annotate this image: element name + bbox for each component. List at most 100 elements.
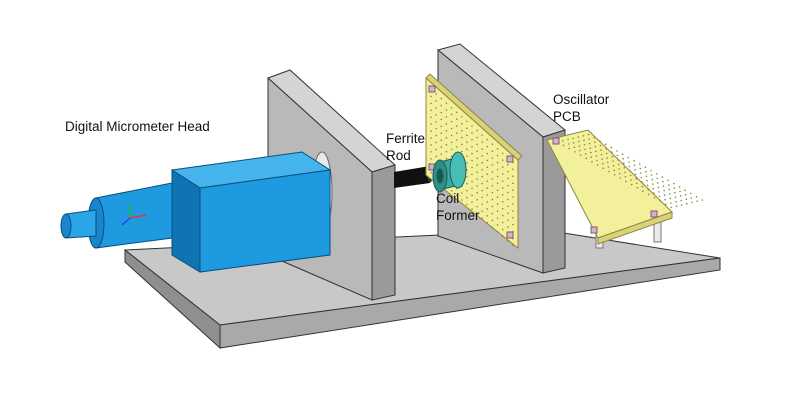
pcb-hole [572, 142, 575, 144]
pcb-hole [628, 165, 631, 168]
pcb-hole [476, 164, 478, 166]
pcb-hole [568, 147, 570, 150]
pcb-hole [650, 174, 653, 176]
ferrite-rod-body [394, 166, 430, 188]
pcb-hole [579, 154, 582, 156]
pcb-hole [616, 154, 619, 157]
pcb-hole [605, 152, 608, 155]
pcb-hole [471, 139, 473, 141]
pcb-hole [633, 164, 636, 166]
pcb-hole [471, 173, 473, 176]
pcb-hole [635, 178, 637, 180]
pcb-hole [619, 172, 621, 175]
pcb-hole [590, 156, 593, 158]
pcb-hole [600, 153, 603, 156]
pcb-hole [606, 157, 609, 159]
pcb-hole [435, 134, 438, 137]
pcb-hole [669, 197, 672, 200]
pcb-hole [640, 172, 642, 174]
pcb-hole [507, 184, 509, 187]
pcb-hole [501, 194, 504, 196]
pcb-hole [471, 194, 473, 196]
pcb-hole [486, 187, 489, 189]
pcb-hole [466, 141, 468, 143]
pcb-hole [590, 151, 592, 154]
pcb-hole [507, 212, 509, 214]
right-wall-side [542, 129, 566, 274]
pcb-hole [587, 133, 590, 136]
pcb-hole [588, 142, 591, 145]
oscillator-pcb [546, 129, 703, 249]
pcb-hole [481, 203, 484, 206]
pcb-hole [476, 143, 478, 146]
pcb-hole [496, 203, 499, 205]
pcb-hole [450, 120, 453, 123]
pcb-hole [476, 171, 478, 173]
pcb-hole [625, 180, 627, 183]
oscillator-pcb-edge [597, 211, 673, 245]
pcb-hole [659, 200, 661, 202]
pcb-hole [512, 217, 514, 219]
pcb-hole [512, 210, 514, 212]
pcb-hole [466, 120, 468, 123]
pcb-hole [651, 178, 653, 181]
pcb-hole [647, 189, 649, 191]
pcb-hole [455, 139, 458, 141]
pcb-hole [679, 195, 682, 197]
pcb-hole [651, 183, 654, 185]
pcb-hole [675, 205, 678, 207]
pcb-hole [600, 149, 602, 151]
pcb-hole [507, 198, 509, 201]
digital-micrometer-head [60, 151, 332, 273]
pcb-hole [450, 106, 453, 109]
pcb-hole [690, 192, 692, 195]
pcb-hole [680, 199, 682, 202]
pcb-hole [680, 204, 683, 206]
pcb-hole [661, 176, 664, 178]
pcb-hole [690, 197, 693, 199]
oscillator-pcb-holes [557, 133, 703, 209]
pcb-hole [501, 180, 504, 182]
pcb-hole [613, 169, 615, 171]
pcb-hole [496, 182, 499, 185]
pcb-hole [445, 123, 448, 125]
pcb-hole [640, 176, 643, 179]
pcb-hole [645, 175, 648, 178]
pcb-hole [461, 116, 463, 118]
pcb-hole [601, 162, 604, 165]
coil-former-flange-back [449, 151, 467, 189]
pcb-hole [585, 157, 587, 160]
pcb-hole [481, 196, 484, 199]
pcb-hole [496, 168, 499, 171]
pcb-hole [595, 150, 597, 153]
pcb-hole [445, 116, 448, 118]
pcb-hole [486, 152, 489, 155]
pcb-hole [486, 138, 489, 141]
pcb-hole [481, 168, 484, 171]
pcb-hole [486, 145, 489, 148]
pcb-hole [491, 205, 494, 208]
pcb-hole [674, 191, 676, 194]
pcb-hole [476, 185, 478, 187]
pcb-hole [599, 144, 602, 147]
pcb-hole [430, 144, 432, 146]
pcb-hole [657, 186, 660, 189]
pcb-hole [481, 210, 484, 213]
pcb-hole [496, 224, 499, 226]
pcb-hole [455, 194, 458, 197]
pcb-hole [440, 118, 443, 121]
pcb-hole [641, 181, 643, 183]
pcb-hole [646, 180, 648, 182]
pcb-hole [486, 201, 489, 203]
pcb-hole [440, 153, 443, 155]
pcb-hole [476, 199, 478, 201]
pcb-hole [471, 201, 473, 203]
pcb-hole [573, 146, 576, 149]
pcb-hole [636, 187, 639, 189]
pcb-hole [647, 193, 650, 196]
pcb-hole [445, 102, 448, 104]
pcb-hole [481, 182, 484, 185]
pcb-hole [663, 194, 666, 196]
pcb-hole [496, 154, 499, 157]
